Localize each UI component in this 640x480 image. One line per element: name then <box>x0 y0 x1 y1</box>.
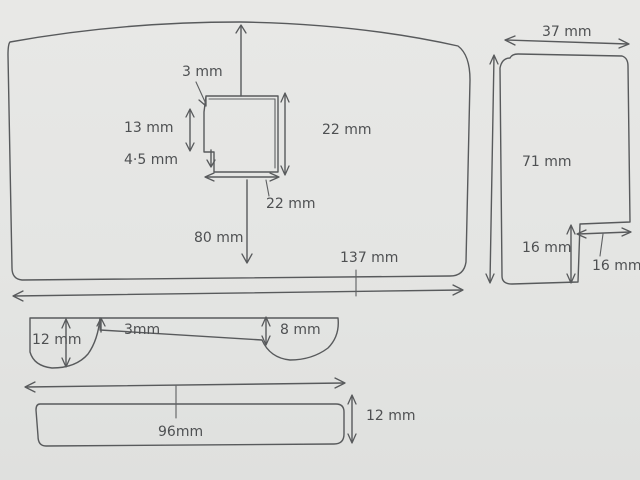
cutout-height-label: 22 mm <box>322 122 372 138</box>
profile-view-wedge <box>99 317 339 361</box>
profile-thin-edge-label: 3mm <box>124 322 160 338</box>
depth-13mm-label: 13 mm <box>124 120 174 136</box>
profile-left-bottom-head <box>61 357 71 368</box>
notch-height-top-head <box>566 224 576 235</box>
cutout-inner-edge <box>208 98 276 169</box>
bottom-length-right-head <box>334 377 346 389</box>
height-arrow-bottom-head <box>241 253 253 264</box>
depth-13mm-bottom-head <box>185 142 195 152</box>
side-height-top-head <box>489 54 499 65</box>
overall-width-label: 137 mm <box>340 250 398 266</box>
cutout-height-top-head <box>280 92 290 103</box>
notch-width-label: 16 mm <box>592 258 640 274</box>
notch-height-label: 16 mm <box>522 240 572 256</box>
notch-width-leader <box>599 233 604 257</box>
bottom-view-outline <box>35 403 345 447</box>
height-80mm-label: 80 mm <box>194 230 244 246</box>
cutout-width-leader <box>265 179 270 197</box>
side-width-right-head <box>618 38 630 49</box>
offset-3mm-label: 3 mm <box>182 64 223 80</box>
step-4-5mm-head <box>206 159 216 168</box>
side-height-bottom-head <box>485 273 495 284</box>
overall-width-left-head <box>12 290 24 302</box>
bottom-height-top-head <box>347 394 357 405</box>
cutout-width-right-head <box>269 172 280 182</box>
bottom-length-arrow <box>25 382 345 388</box>
notch-width-right-head <box>621 227 632 237</box>
overall-width-right-head <box>452 284 464 296</box>
top-view-outline <box>7 21 471 281</box>
side-height-arrow <box>489 55 495 283</box>
profile-left-height-label: 12 mm <box>32 332 82 348</box>
height-arrow-top-head <box>235 24 247 34</box>
step-4-5mm-label: 4·5 mm <box>124 152 178 168</box>
notch-width-left-head <box>576 229 587 239</box>
depth-13mm-top-head <box>185 108 195 118</box>
cutout-width-label: 22 mm <box>266 196 316 212</box>
offset-3mm-head <box>198 96 207 107</box>
side-width-arrow <box>505 39 629 45</box>
profile-view-outline <box>29 317 101 369</box>
side-width-label: 37 mm <box>542 24 592 40</box>
overall-width-arrow <box>13 289 463 297</box>
notch-width-arrow <box>577 231 631 235</box>
profile-left-top-head <box>61 318 71 329</box>
side-width-left-head <box>504 35 516 46</box>
side-height-label: 71 mm <box>522 154 572 170</box>
bottom-length-label: 96mm <box>158 424 203 440</box>
side-view-outline <box>499 53 631 285</box>
offset-3mm-arrow <box>195 81 207 105</box>
notch-height-bottom-head <box>566 273 576 284</box>
cutout-width-left-head <box>204 172 215 182</box>
profile-right-bottom-head <box>261 335 271 346</box>
profile-right-top-head <box>261 316 271 327</box>
bottom-height-label: 12 mm <box>366 408 416 424</box>
profile-thin-top-head <box>96 317 106 327</box>
cutout-height-bottom-head <box>280 165 290 176</box>
bottom-length-left-head <box>24 381 36 393</box>
bottom-height-bottom-head <box>347 433 357 444</box>
profile-right-height-label: 8 mm <box>280 322 321 338</box>
